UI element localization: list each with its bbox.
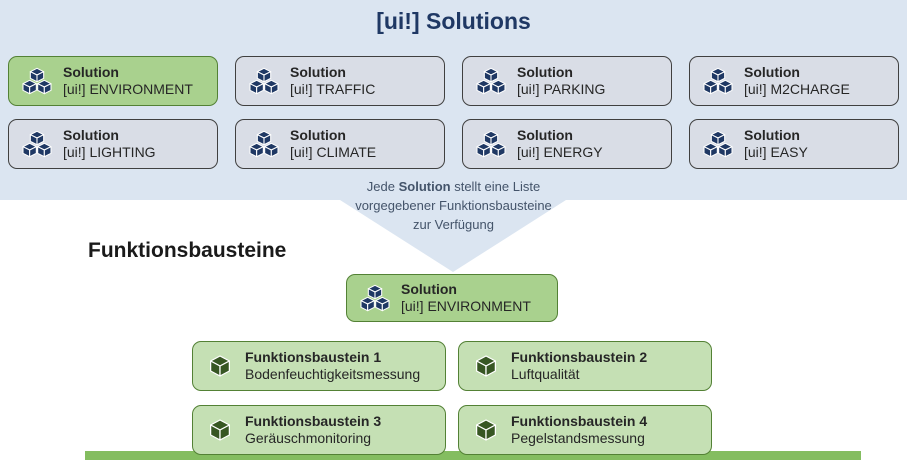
arrow-note-text: Jede — [366, 179, 399, 194]
cubes-icon — [703, 130, 733, 158]
solution-name: [ui!] TRAFFIC — [290, 81, 376, 97]
cubes-icon — [360, 284, 390, 312]
solution-box-environment: Solution [ui!] ENVIRONMENT — [8, 56, 218, 106]
cubes-icon — [22, 130, 52, 158]
module-subtitle: Bodenfeuchtigkeitsmessung — [245, 366, 421, 382]
module-box-3: Funktionsbaustein 3 Geräuschmonitoring — [192, 405, 446, 455]
cubes-icon — [249, 67, 279, 95]
module-title: Funktionsbaustein 2 — [511, 348, 648, 365]
module-text: Funktionsbaustein 3 Geräuschmonitoring — [245, 413, 381, 448]
down-arrow-shape — [340, 200, 566, 272]
solution-name: [ui!] EASY — [744, 144, 808, 160]
solution-name: [ui!] ENVIRONMENT — [63, 81, 193, 97]
solution-text: Solution [ui!] M2CHARGE — [744, 64, 850, 99]
solution-box-traffic: Solution [ui!] TRAFFIC — [235, 56, 445, 106]
solution-label: Solution — [290, 126, 346, 143]
solution-name: [ui!] ENERGY — [517, 144, 603, 160]
solution-name: [ui!] LIGHTING — [63, 144, 156, 160]
cubes-icon — [476, 130, 506, 158]
solution-name: [ui!] M2CHARGE — [744, 81, 850, 97]
solution-label: Solution — [517, 63, 573, 80]
solution-text: Solution [ui!] ENVIRONMENT — [401, 281, 531, 316]
module-subtitle: Luftqualität — [511, 366, 580, 382]
solution-label: Solution — [744, 126, 800, 143]
solution-box-lighting: Solution [ui!] LIGHTING — [8, 119, 218, 169]
module-title: Funktionsbaustein 3 — [245, 412, 382, 429]
arrow-note-line2: vorgegebener Funktionsbausteine — [355, 198, 552, 213]
cubes-icon — [476, 67, 506, 95]
cubes-icon — [249, 130, 279, 158]
arrow-note-text: stellt eine Liste — [450, 179, 541, 194]
module-box-2: Funktionsbaustein 2 Luftqualität — [458, 341, 712, 391]
cubes-icon — [703, 67, 733, 95]
solution-box-climate: Solution [ui!] CLIMATE — [235, 119, 445, 169]
solution-name: [ui!] CLIMATE — [290, 144, 377, 160]
solution-text: Solution [ui!] ENVIRONMENT — [63, 64, 193, 99]
module-box-1: Funktionsbaustein 1 Bodenfeuchtigkeitsme… — [192, 341, 446, 391]
cubes-icon — [22, 67, 52, 95]
solution-text: Solution [ui!] ENERGY — [517, 127, 603, 162]
arrow-note-bold: Solution — [398, 179, 451, 194]
cube-icon — [210, 419, 230, 441]
module-box-4: Funktionsbaustein 4 Pegelstandsmessung — [458, 405, 712, 455]
solution-text: Solution [ui!] PARKING — [517, 64, 605, 99]
solution-name: [ui!] PARKING — [517, 81, 606, 97]
solution-box-easy: Solution [ui!] EASY — [689, 119, 899, 169]
section-heading-funktionsbausteine: Funktionsbausteine — [88, 239, 287, 262]
cube-icon — [210, 355, 230, 377]
solution-text: Solution [ui!] EASY — [744, 127, 808, 162]
module-title: Funktionsbaustein 1 — [245, 348, 382, 365]
arrow-note: Jede Solution stellt eine Liste vorgegeb… — [0, 177, 907, 234]
module-text: Funktionsbaustein 2 Luftqualität — [511, 349, 647, 384]
module-subtitle: Geräuschmonitoring — [245, 430, 372, 446]
arrow-note-line1: Jede Solution stellt eine Liste — [0, 177, 907, 196]
solution-label: Solution — [290, 63, 346, 80]
solutions-grid: Solution [ui!] ENVIRONMENT Solution [ui!… — [8, 56, 899, 169]
module-subtitle: Pegelstandsmessung — [511, 430, 645, 446]
solution-label: Solution — [744, 63, 800, 80]
solution-box-m2charge: Solution [ui!] M2CHARGE — [689, 56, 899, 106]
solution-label: Solution — [517, 126, 573, 143]
page-title: [ui!] Solutions — [376, 8, 531, 34]
arrow-note-line3: zur Verfügung — [413, 217, 494, 232]
module-title: Funktionsbaustein 4 — [511, 412, 648, 429]
cube-icon — [476, 419, 496, 441]
solution-text: Solution [ui!] TRAFFIC — [290, 64, 375, 99]
solution-label: Solution — [63, 63, 119, 80]
selected-solution-box: Solution [ui!] ENVIRONMENT — [346, 274, 558, 322]
solution-name: [ui!] ENVIRONMENT — [401, 298, 531, 314]
solution-box-energy: Solution [ui!] ENERGY — [462, 119, 672, 169]
solution-text: Solution [ui!] CLIMATE — [290, 127, 376, 162]
solution-text: Solution [ui!] LIGHTING — [63, 127, 156, 162]
module-text: Funktionsbaustein 4 Pegelstandsmessung — [511, 413, 647, 448]
solution-box-parking: Solution [ui!] PARKING — [462, 56, 672, 106]
modules-grid: Funktionsbaustein 1 Bodenfeuchtigkeitsme… — [192, 341, 712, 455]
bottom-accent-bar — [85, 451, 861, 460]
solution-label: Solution — [401, 280, 457, 297]
solution-label: Solution — [63, 126, 119, 143]
cube-icon — [476, 355, 496, 377]
module-text: Funktionsbaustein 1 Bodenfeuchtigkeitsme… — [245, 349, 420, 384]
